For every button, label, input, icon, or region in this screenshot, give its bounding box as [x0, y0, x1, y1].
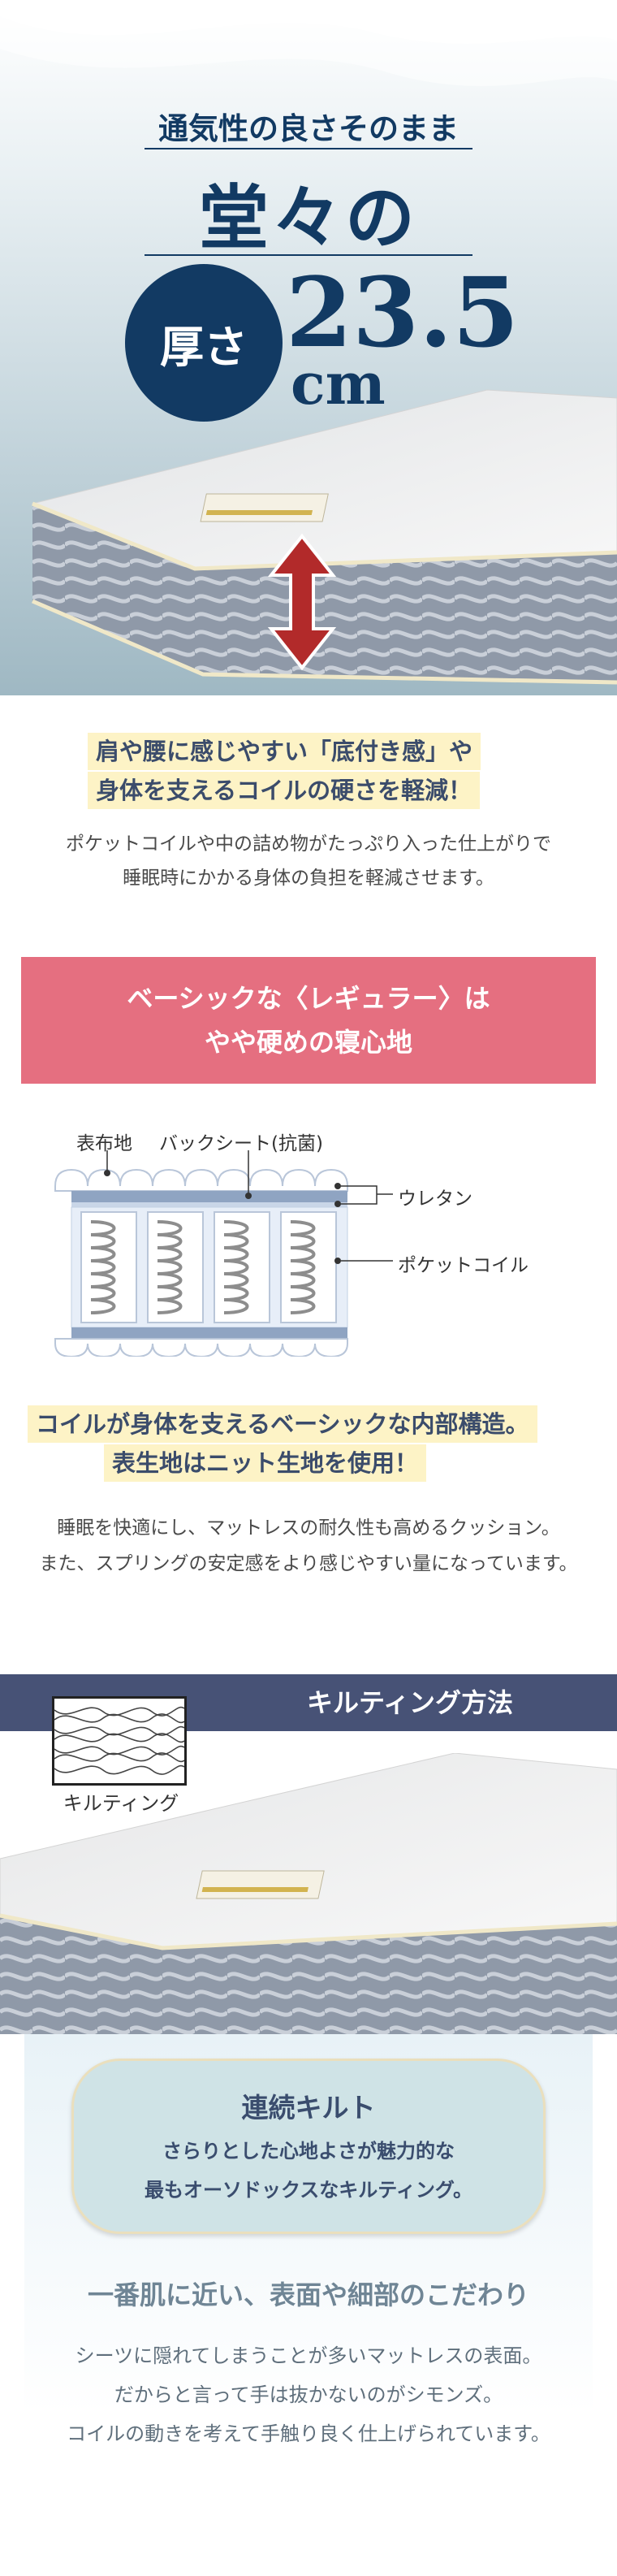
diagram-illustration: [54, 1150, 393, 1357]
coil-springs: [80, 1211, 337, 1323]
detail-line-2: だからと言って手は抜かないのがシモンズ。: [114, 2383, 503, 2406]
section1-body-line-2: 睡眠時にかかる身体の負担を軽減させます。: [123, 868, 494, 889]
mattress-quilting-illustration: [0, 1753, 617, 2034]
firmness-banner: ベーシックな〈レギュラー〉は やや硬めの寝心地: [21, 957, 596, 1084]
hero-section: 通気性の良さそのまま 堂々の 厚さ 23.5 cm: [0, 0, 617, 695]
quilting-header-title: キルティング方法: [306, 1687, 514, 1718]
detail-title: 一番肌に近い、表面や細部のこだわり: [87, 2279, 529, 2310]
structure-highlight-line-1: コイルが身体を支えるベーシックな内部構造。: [28, 1405, 537, 1443]
detail-text: シーツに隠れてしまうことが多いマットレスの表面。 だからと言って手は抜かないのが…: [0, 2336, 617, 2453]
quilting-swatch: [52, 1696, 187, 1786]
main-title-underline: [145, 254, 472, 256]
highlight-line-2: 身体を支えるコイルの硬さを軽減！: [88, 772, 481, 809]
quilting-swatch-label: キルティング: [63, 1792, 179, 1815]
label-urethane: ウレタン: [398, 1188, 472, 1210]
banner-line-1: ベーシックな〈レギュラー〉は: [127, 983, 490, 1014]
detail-line-3: コイルの動きを考えて手触り良く仕上げられています。: [67, 2422, 550, 2445]
quilting-type-title: 連続キルト: [241, 2092, 376, 2124]
quilting-desc-line-1: さらりとした心地よさが魅力的な: [162, 2140, 455, 2163]
banner-line-2: やや硬めの寝心地: [204, 1027, 412, 1058]
thickness-value: 23.5: [286, 256, 520, 369]
label-pocket-coil: ポケットコイル: [398, 1255, 529, 1276]
hero-main-title: 堂々の: [199, 177, 418, 259]
section2-body-line-2: また、スプリングの安定感をより感じやすい量になっています。: [39, 1553, 578, 1574]
label-backsheet: バックシート(抗菌): [159, 1133, 323, 1154]
section2-body-line-1: 睡眠を快適にし、マットレスの耐久性も高めるクッション。: [57, 1517, 560, 1539]
internal-structure-diagram: 表布地 バックシート(抗菌) ウレタン ポケットコイル: [49, 1121, 568, 1357]
thickness-unit: cm: [291, 350, 386, 418]
structure-highlight-line-2: 表生地はニット生地を使用！: [104, 1444, 427, 1482]
quilting-type-description: さらりとした心地よさが魅力的な 最もオーソドックスなキルティング。: [71, 2132, 546, 2210]
subtitle-underline: [145, 148, 472, 149]
mattress-thickness-illustration: [31, 389, 617, 685]
detail-line-1: シーツに隠れてしまうことが多いマットレスの表面。: [75, 2344, 542, 2367]
label-cover-fabric: 表布地: [76, 1133, 132, 1154]
section1-body-line-1: ポケットコイルや中の詰め物がたっぷり入った仕上がりで: [66, 833, 551, 855]
hero-wave-decoration: [0, 0, 617, 87]
hero-subtitle: 通気性の良さそのまま: [158, 110, 459, 146]
thickness-badge: 厚さ: [125, 264, 283, 422]
quilting-type-card: [71, 2059, 546, 2234]
thickness-label: 厚さ: [160, 320, 248, 373]
highlight-line-1: 肩や腰に感じやすい「底付き感」や: [88, 733, 481, 770]
thickness-arrow-icon: [267, 533, 337, 671]
quilt-pattern-icon: [54, 1706, 185, 1775]
quilting-desc-line-2: 最もオーソドックスなキルティング。: [145, 2179, 472, 2202]
